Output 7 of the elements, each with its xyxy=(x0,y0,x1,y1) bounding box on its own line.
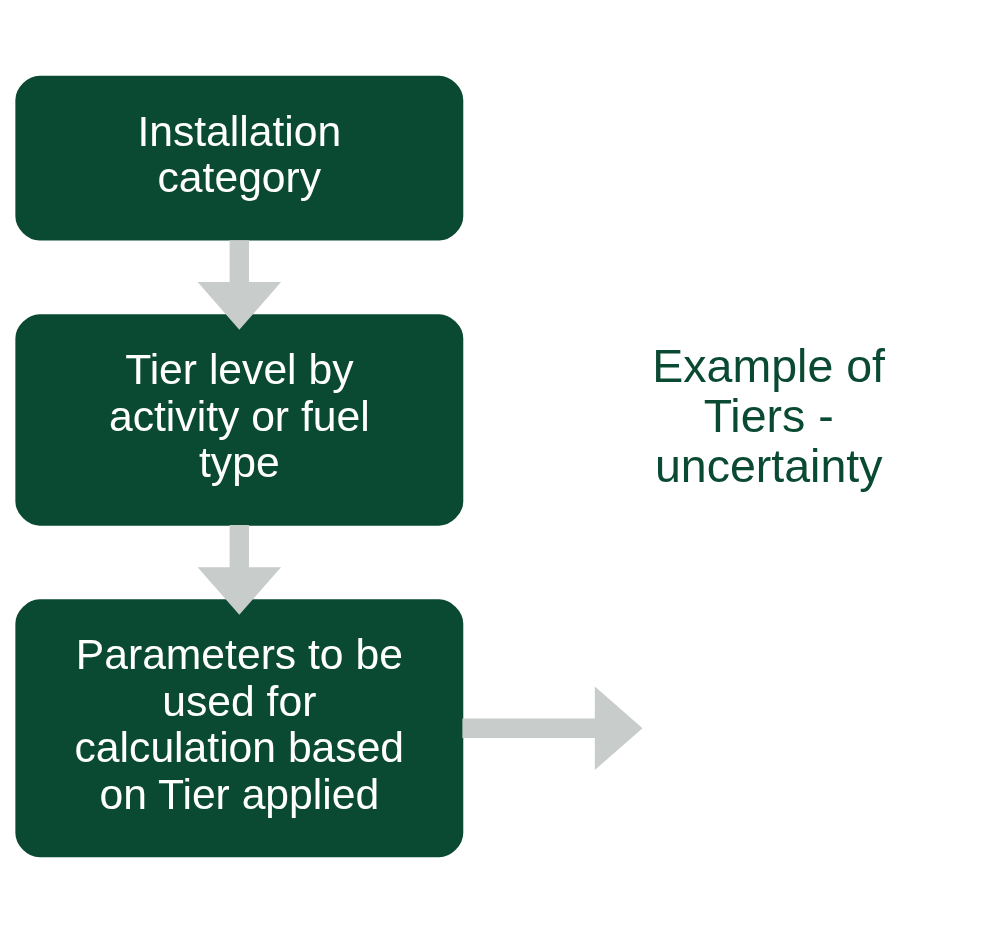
node-box: Installation category xyxy=(15,75,464,241)
arrow xyxy=(197,524,282,615)
label: Example of Tiers - uncertainty xyxy=(652,339,886,492)
node-box: Parameters to be used for calculation based on Tier applied xyxy=(15,598,464,857)
arrow xyxy=(462,686,643,770)
node-box: Tier level by activity or fuel type xyxy=(15,313,464,526)
arrow xyxy=(197,239,282,330)
